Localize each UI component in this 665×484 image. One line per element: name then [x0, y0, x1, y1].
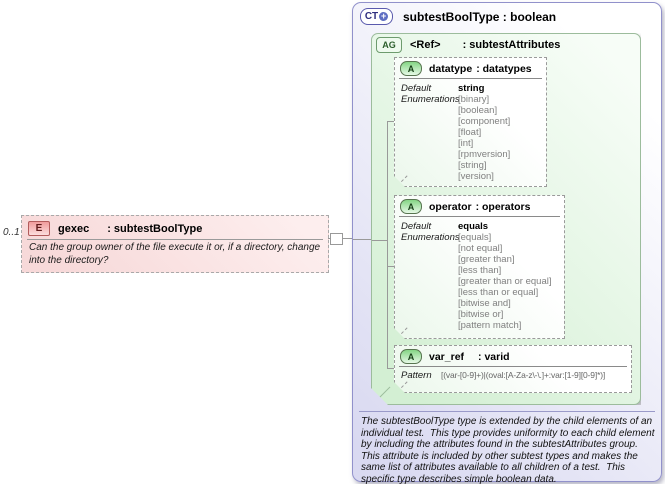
enum-value: [boolean] [458, 105, 498, 116]
attribute-group-name: <Ref> [410, 39, 441, 51]
facet-labels: Pattern [401, 370, 441, 381]
attribute-group-header[interactable]: AG <Ref> : subtestAttributes [376, 37, 560, 53]
facet-values: string [binary] [boolean] [component] [f… [458, 83, 544, 182]
element-name: gexec [58, 222, 90, 235]
enum-value: [pattern match] [458, 320, 522, 331]
enum-value: [component] [458, 116, 511, 127]
element-annotation: Can the group owner of the file execute … [29, 242, 321, 266]
connector-stub [387, 266, 395, 267]
documentation-text: The subtestBoolType type is extended by … [361, 416, 658, 484]
attribute-header-operator[interactable]: A operator : operators [395, 196, 564, 214]
attribute-header-var-ref[interactable]: A var_ref : varid [395, 346, 631, 364]
attribute-facets: Default Enumerations equals [equals] [no… [401, 221, 562, 331]
enum-value: [rpmversion] [458, 149, 511, 160]
attribute-type: : varid [478, 350, 510, 363]
default-label: Default [401, 221, 432, 232]
attribute-box-var-ref[interactable]: A var_ref : varid Pattern [(var-[0-9]+)|… [394, 345, 632, 393]
documentation-divider [359, 411, 655, 412]
element-box-gexec[interactable]: E gexec : subtestBoolType Can the group … [21, 215, 329, 273]
pattern-label: Pattern [401, 370, 432, 381]
attribute-separator [399, 366, 627, 367]
pattern-value: [(var-[0-9]+)|(oval:[A-Za-z\-\.]+:var:[1… [441, 370, 606, 380]
default-label: Default [401, 83, 432, 94]
attribute-name: var_ref [429, 350, 465, 363]
corner-notch [393, 381, 407, 395]
enum-value: [version] [458, 171, 494, 182]
expand-plus-icon[interactable]: + [379, 11, 389, 21]
enum-value: [greater than] [458, 254, 515, 265]
attribute-type: : datatypes [476, 62, 532, 75]
attribute-badge-icon: A [400, 199, 422, 214]
connector-feed-line [353, 239, 372, 240]
facet-labels: Default Enumerations [401, 221, 458, 331]
connector-trunk-line [387, 121, 388, 369]
attribute-header-datatype[interactable]: A datatype : datatypes [395, 58, 546, 76]
attribute-group-type: : subtestAttributes [462, 39, 561, 51]
enum-value: [less than or equal] [458, 287, 539, 298]
attribute-group-badge-icon: AG [376, 37, 402, 53]
cardinality-label: 0..1 [3, 227, 20, 238]
enum-value: [string] [458, 160, 487, 171]
element-badge-icon: E [28, 221, 50, 236]
enum-value: [bitwise and] [458, 298, 511, 309]
element-separator [27, 239, 323, 240]
enumerations-label: Enumerations [401, 232, 460, 243]
connector-square-icon [330, 233, 343, 245]
complextype-badge-icon: CT+ [360, 8, 393, 25]
attribute-type: : operators [475, 200, 531, 213]
attribute-separator [399, 216, 560, 217]
enum-value: [equals] [458, 232, 492, 243]
attribute-name: operator [429, 200, 472, 213]
enum-value: [bitwise or] [458, 309, 504, 320]
enum-value: [not equal] [458, 243, 503, 254]
complextype-title: subtestBoolType : boolean [403, 9, 557, 24]
enum-value: [less than] [458, 265, 502, 276]
default-value: string [458, 83, 485, 94]
enum-value: [greater than or equal] [458, 276, 552, 287]
element-header[interactable]: E gexec : subtestBoolType [22, 216, 328, 237]
complextype-header[interactable]: CT+ subtestBoolType : boolean [360, 8, 556, 25]
connector-feed-line-inner [372, 240, 387, 241]
attribute-facets: Pattern [(var-[0-9]+)|(oval:[A-Za-z\-\.]… [401, 370, 629, 381]
facet-values: equals [equals] [not equal] [greater tha… [458, 221, 562, 331]
attribute-box-operator[interactable]: A operator : operators Default Enumerati… [394, 195, 565, 339]
connector-stub [387, 121, 395, 122]
ct-badge-label: CT [364, 11, 379, 22]
enum-value: [binary] [458, 94, 490, 105]
attribute-name: datatype [429, 62, 473, 75]
element-type: : subtestBoolType [107, 222, 203, 235]
attribute-box-datatype[interactable]: A datatype : datatypes Default Enumerati… [394, 57, 547, 187]
enum-value: [int] [458, 138, 474, 149]
default-value: equals [458, 221, 489, 232]
attribute-facets: Default Enumerations string [binary] [bo… [401, 83, 544, 182]
complextype-box: CT+ subtestBoolType : boolean AG <Ref> :… [352, 2, 662, 484]
enumerations-label: Enumerations [401, 94, 460, 105]
enum-value: [float] [458, 127, 482, 138]
facet-labels: Default Enumerations [401, 83, 458, 182]
attribute-separator [399, 78, 542, 79]
corner-notch [371, 387, 391, 407]
attribute-badge-icon: A [400, 61, 422, 76]
attribute-badge-icon: A [400, 349, 422, 364]
facet-values: [(var-[0-9]+)|(oval:[A-Za-z\-\.]+:var:[1… [441, 370, 629, 381]
attribute-group-box: AG <Ref> : subtestAttributes A datatype … [371, 33, 641, 405]
connector-stub [387, 368, 395, 369]
